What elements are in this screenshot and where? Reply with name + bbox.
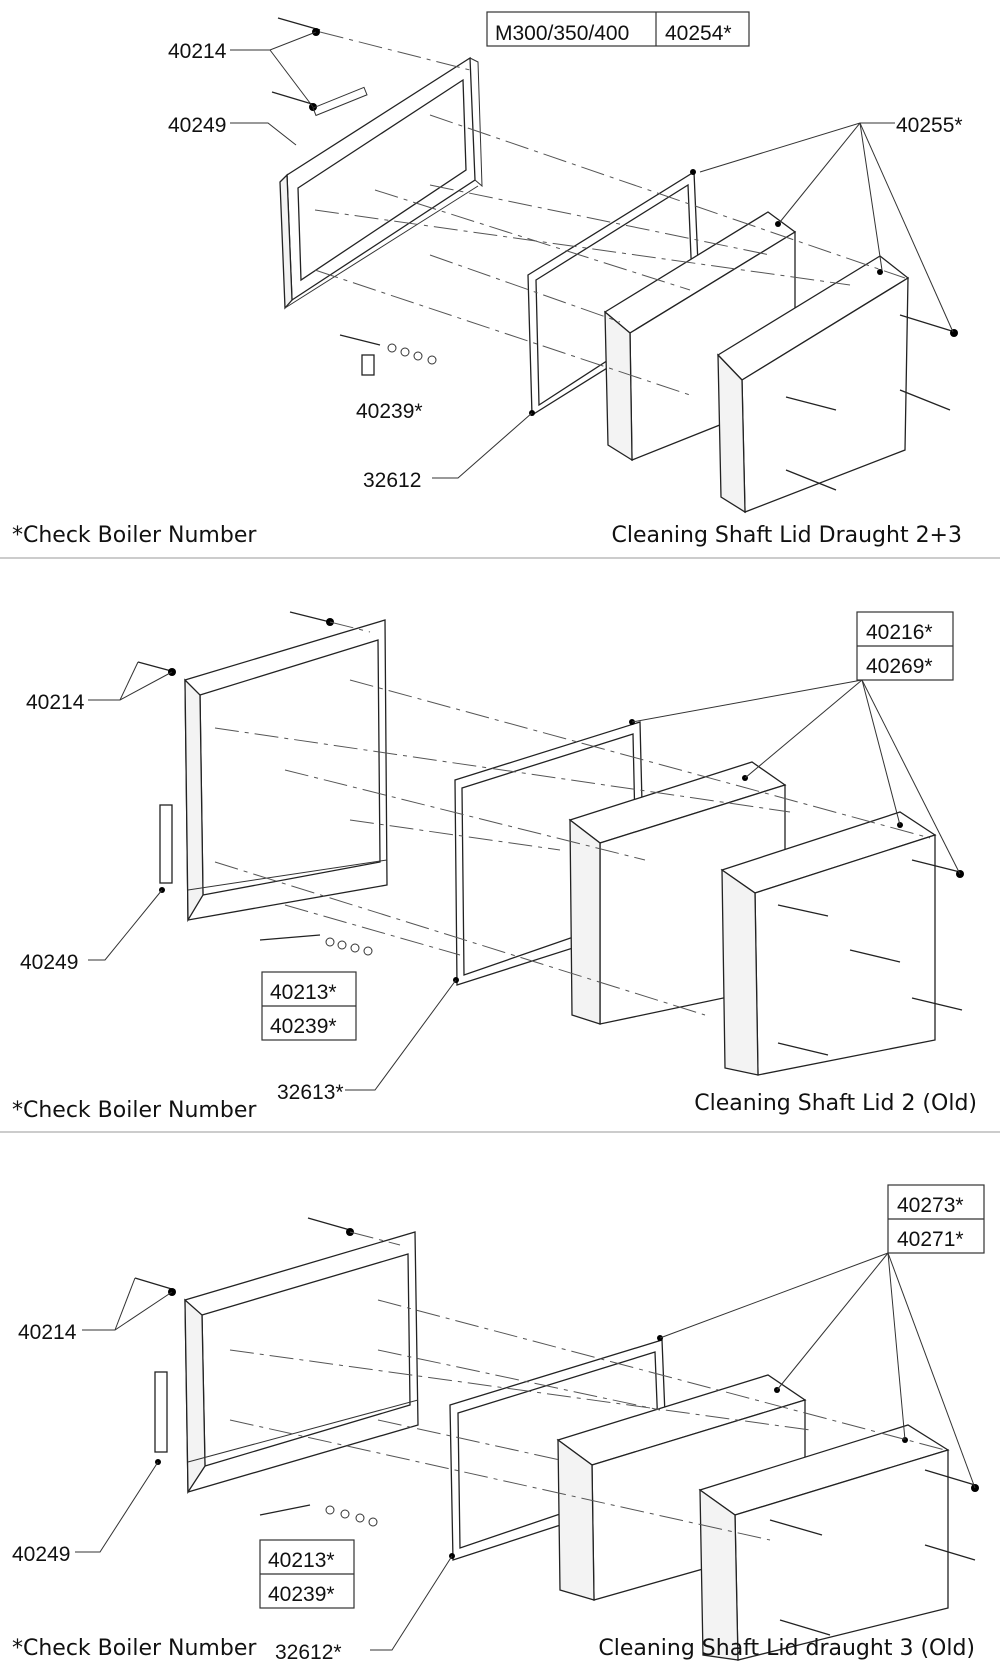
- label-40249: 40249: [168, 114, 226, 137]
- gasket-leader: [370, 1555, 453, 1651]
- label-40239: 40239*: [270, 1015, 337, 1038]
- guide-lines: [214, 621, 931, 1016]
- pin-table: 40213* 40239*: [261, 971, 357, 1041]
- model-table-label: M300/350/400: [495, 22, 629, 45]
- label-40214: 40214: [168, 40, 227, 63]
- insulation-block-2: [698, 1424, 979, 1661]
- label-40271: 40271*: [897, 1228, 964, 1251]
- insulation-table: 40273* 40271*: [887, 1184, 985, 1254]
- label-40239: 40239*: [356, 400, 423, 423]
- guide-lines: [229, 1231, 946, 1541]
- callouts: 40214 40249: [20, 661, 961, 974]
- hinge: [154, 1371, 168, 1465]
- label-40213: 40213*: [268, 1549, 335, 1572]
- boiler-note: *Check Boiler Number: [12, 523, 257, 548]
- callouts: 40214 40249: [12, 1252, 976, 1566]
- lid-frame: [184, 1231, 419, 1495]
- label-32612: 32612*: [275, 1641, 342, 1664]
- label-40249: 40249: [20, 951, 78, 974]
- lid-frame: [279, 56, 483, 310]
- boiler-note: *Check Boiler Number: [12, 1098, 257, 1123]
- gasket-leader: [345, 979, 457, 1091]
- callouts: 40214 40249 40255* 40239* 32612: [168, 31, 963, 492]
- label-40273: 40273*: [897, 1194, 964, 1217]
- pin-table: 40213* 40239*: [259, 1539, 355, 1609]
- label-40214: 40214: [26, 691, 85, 714]
- panel-title: Cleaning Shaft Lid 2 (Old): [694, 1091, 977, 1116]
- panel-title: Cleaning Shaft Lid draught 3 (Old): [598, 1636, 975, 1661]
- model-table: M300/350/400 40254*: [486, 11, 750, 47]
- label-40269: 40269*: [866, 655, 933, 678]
- label-40213: 40213*: [270, 981, 337, 1004]
- pin-assembly: [339, 334, 437, 376]
- label-40249: 40249: [12, 1543, 70, 1566]
- screw-set: [271, 17, 368, 117]
- label-32612: 32612: [363, 469, 421, 492]
- panel-3: 40273* 40271*: [12, 1184, 985, 1664]
- insulation-block-2: [720, 811, 964, 1076]
- pin-assembly: [259, 934, 373, 956]
- label-40216: 40216*: [866, 621, 933, 644]
- insulation-table: 40216* 40269*: [856, 611, 954, 681]
- guide-lines: [314, 31, 906, 396]
- hinge: [159, 804, 173, 893]
- label-32613: 32613*: [277, 1081, 344, 1104]
- pin-assembly: [259, 1504, 378, 1527]
- panel-1: M300/350/400 40254*: [12, 11, 963, 548]
- insulation-block-2: [716, 255, 958, 514]
- panel-title: Cleaning Shaft Lid Draught 2+3: [611, 523, 962, 548]
- model-table-part: 40254*: [665, 22, 732, 45]
- label-40239: 40239*: [268, 1583, 335, 1606]
- boiler-note: *Check Boiler Number: [12, 1636, 257, 1661]
- label-40255: 40255*: [896, 114, 963, 137]
- label-40214: 40214: [18, 1321, 77, 1344]
- panel-2: 40216* 40269*: [12, 611, 977, 1123]
